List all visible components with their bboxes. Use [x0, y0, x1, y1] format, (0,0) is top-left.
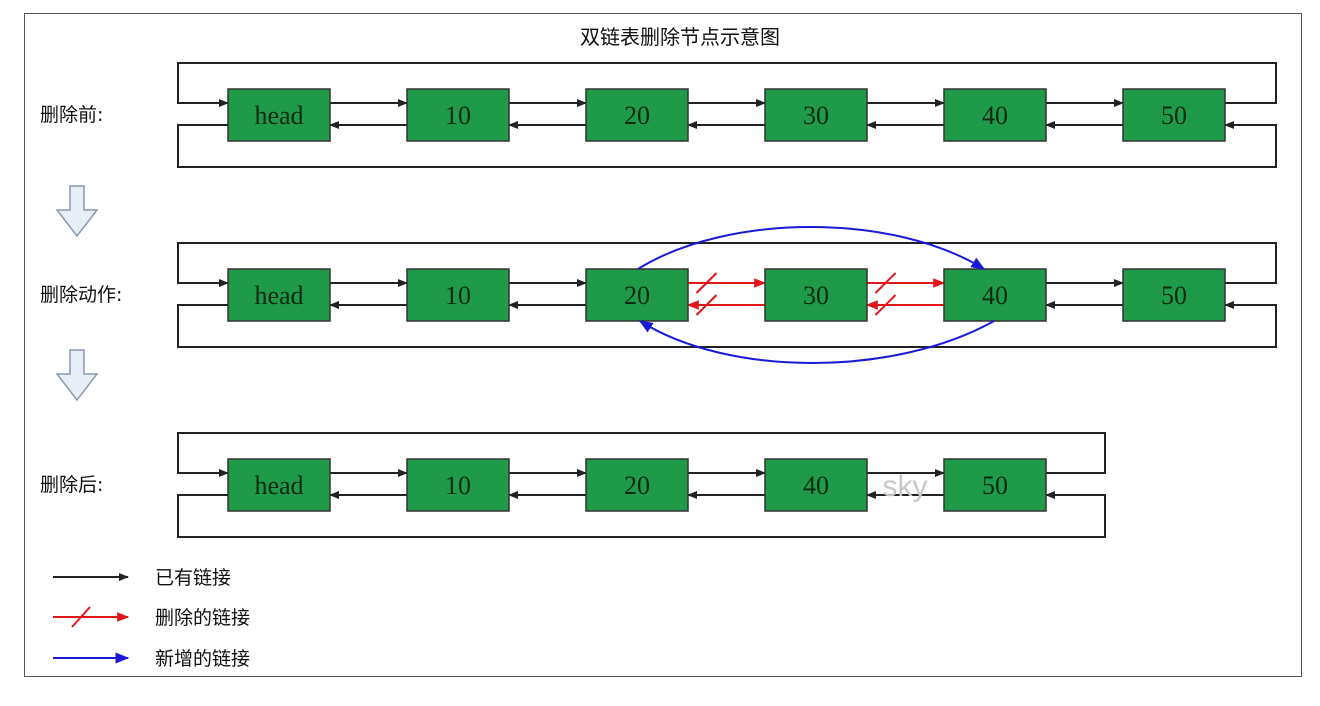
list-node: 20 [585, 458, 689, 512]
node-label: 50 [1161, 281, 1187, 310]
list-node: head [227, 88, 331, 142]
node-box [406, 268, 510, 322]
node-box [406, 458, 510, 512]
step-arrows [55, 185, 99, 402]
circular-next-link [177, 242, 1277, 287]
node-label: head [254, 471, 303, 500]
node-label: head [254, 101, 303, 130]
new-prev-link [638, 320, 995, 364]
node-label: 40 [982, 281, 1008, 310]
node-label: 40 [803, 471, 829, 500]
node-box [227, 458, 331, 512]
list-node: 40 [943, 268, 1047, 322]
circular-prev-link [177, 491, 1106, 538]
node-box [764, 88, 868, 142]
legend-label: 删除的链接 [155, 607, 250, 629]
node-label: 40 [982, 101, 1008, 130]
list-node: 20 [585, 268, 689, 322]
node-box [227, 268, 331, 322]
row-before-delete: 删除前: head 10 20 30 40 50 [40, 62, 1277, 168]
list-node: head [227, 268, 331, 322]
list-node: 10 [406, 88, 510, 142]
node-box [764, 268, 868, 322]
node-box [943, 268, 1047, 322]
list-node: 40 [764, 458, 868, 512]
legend-item: 新增的链接 [53, 648, 250, 670]
step-down-arrow [55, 349, 99, 402]
row-delete-action: 删除动作: head 10 20 30 40 50 [40, 226, 1277, 364]
node-box [585, 458, 689, 512]
node-label: 20 [624, 101, 650, 130]
node-label: 10 [445, 101, 471, 130]
node-label: 30 [803, 281, 829, 310]
node-box [943, 458, 1047, 512]
strike-mark [874, 272, 897, 294]
node-box [764, 458, 868, 512]
node-box [585, 88, 689, 142]
strike-mark [71, 606, 91, 628]
node-box [943, 88, 1047, 142]
diagram-title: 双链表删除节点示意图 [580, 25, 780, 49]
node-label: 50 [982, 471, 1008, 500]
list-node: 10 [406, 458, 510, 512]
node-box [1122, 88, 1226, 142]
circular-prev-link [177, 121, 1277, 168]
row-after-delete: 删除后: head 10 20 40 50 [40, 432, 1106, 538]
row-label: 删除动作: [40, 284, 122, 306]
list-node: 50 [1122, 88, 1226, 142]
circular-next-link [177, 62, 1277, 107]
node-box [1122, 268, 1226, 322]
legend-label: 已有链接 [155, 567, 231, 589]
list-node: 30 [764, 268, 868, 322]
list-node: head [227, 458, 331, 512]
list-node: 50 [943, 458, 1047, 512]
node-label: 20 [624, 471, 650, 500]
watermark: sky [883, 470, 928, 503]
strike-mark [874, 294, 897, 316]
node-label: 30 [803, 101, 829, 130]
node-label: 10 [445, 471, 471, 500]
legend-label: 新增的链接 [155, 648, 250, 670]
strike-mark [695, 294, 718, 316]
circular-prev-link [177, 301, 1277, 348]
node-box [227, 88, 331, 142]
node-label: 20 [624, 281, 650, 310]
list-node: 30 [764, 88, 868, 142]
legend-item: 已有链接 [53, 567, 231, 589]
list-node: 10 [406, 268, 510, 322]
node-label: 50 [1161, 101, 1187, 130]
node-box [585, 268, 689, 322]
legend-item: 删除的链接 [53, 606, 250, 629]
strike-mark [695, 272, 718, 294]
circular-next-link [177, 432, 1106, 477]
node-label: head [254, 281, 303, 310]
step-down-arrow [55, 185, 99, 238]
list-node: 20 [585, 88, 689, 142]
node-label: 10 [445, 281, 471, 310]
new-next-link [637, 226, 986, 270]
row-label: 删除后: [40, 474, 103, 496]
row-label: 删除前: [40, 104, 103, 126]
list-node: 50 [1122, 268, 1226, 322]
node-box [406, 88, 510, 142]
list-node: 40 [943, 88, 1047, 142]
